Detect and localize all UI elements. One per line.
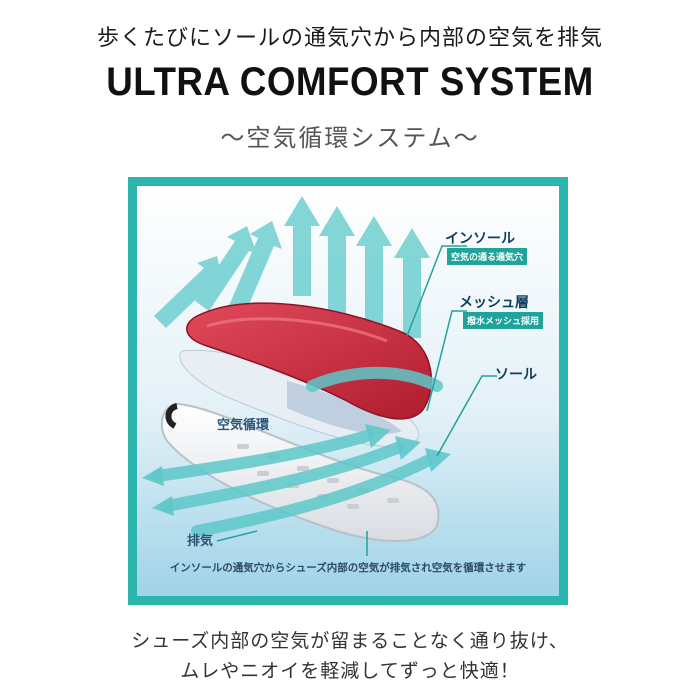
footer-line-2: ムレやニオイを軽減してずっと快適！	[180, 660, 520, 682]
exhaust-label: 排気	[187, 533, 214, 548]
upward-airflow-arrows	[154, 196, 430, 338]
insole-label: インソール	[445, 230, 515, 246]
callout-lines	[216, 245, 497, 556]
circulation-airflow-arrows	[151, 366, 443, 537]
footer-line-1: シューズ内部の空気が留まることなく通り抜け、	[131, 630, 569, 652]
sole-label: ソール	[495, 366, 537, 382]
diagram-frame: インソール 空気の通る通気穴 メッシュ層 撥水メッシュ採用 ソール 空気循環 排…	[128, 177, 568, 605]
diagram-caption: インソールの通気穴からシューズ内部の空気が排気され空気を循環させます	[169, 562, 527, 574]
headline-japanese: 歩くたびにソールの通気穴から内部の空気を排気	[96, 26, 603, 51]
insole-layer	[186, 302, 433, 420]
circulation-label: 空気循環	[217, 417, 270, 432]
mesh-note-badge: 撥水メッシュ採用	[463, 312, 544, 329]
headline-english: ULTRA COMFORT SYSTEM	[106, 60, 594, 104]
mesh-label: メッシュ層	[459, 294, 529, 310]
insole-note-badge: 空気の通る通気穴	[447, 248, 528, 265]
headline-subtitle: ～空気循環システム～	[220, 124, 480, 152]
